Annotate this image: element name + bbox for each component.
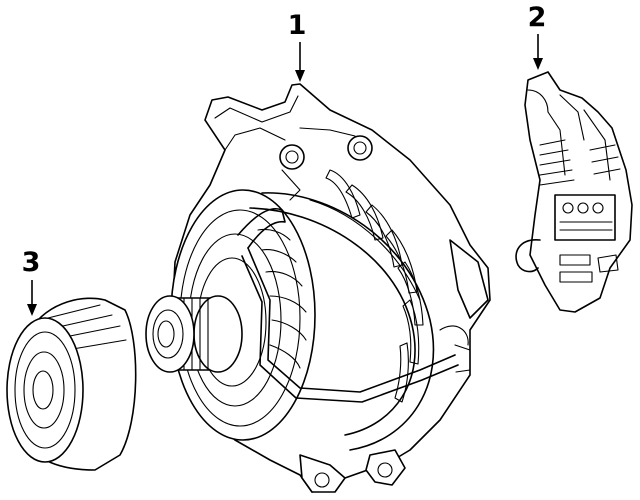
callout-1-label: 1	[288, 10, 307, 41]
callout-2-label: 2	[528, 2, 547, 33]
callout-1: 1	[288, 10, 307, 82]
callout-2: 2	[528, 2, 547, 70]
callout-3: 3	[22, 247, 41, 316]
alternator-part[interactable]	[145, 83, 491, 493]
pulley-part[interactable]	[6, 297, 137, 471]
arrow-icon	[27, 304, 37, 316]
callout-3-label: 3	[22, 247, 41, 278]
arrow-icon	[533, 58, 543, 70]
arrow-icon	[295, 70, 305, 82]
voltage-regulator-part[interactable]	[515, 71, 633, 313]
alternator-pulley	[145, 295, 243, 373]
